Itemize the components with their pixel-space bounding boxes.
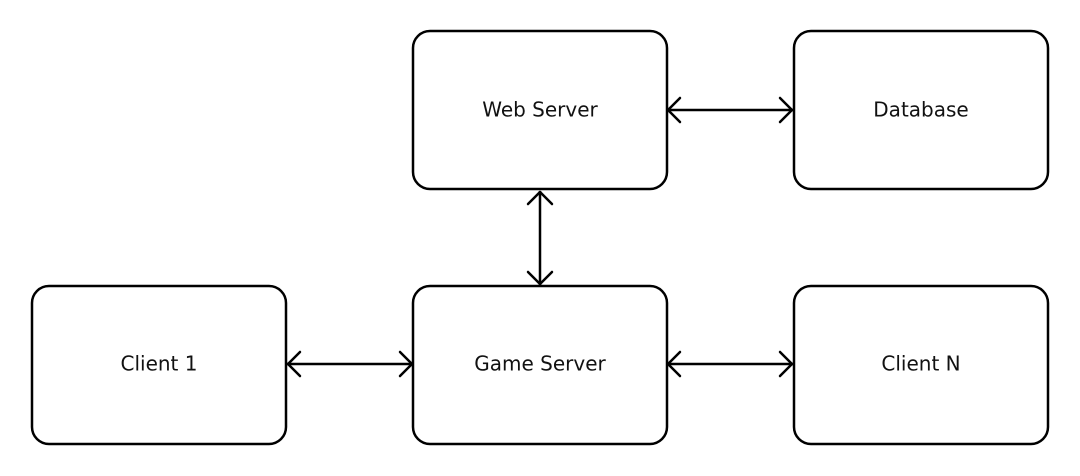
node-client-1: Client 1: [30, 284, 288, 446]
edge-web-server-game-server: [526, 190, 554, 286]
node-label-web-server: Web Server: [482, 98, 598, 122]
node-game-server: Game Server: [411, 284, 669, 446]
node-label-client-1: Client 1: [121, 352, 198, 376]
edge-game-server-client-n: [666, 350, 794, 378]
node-web-server: Web Server: [411, 29, 669, 191]
node-label-database: Database: [873, 98, 968, 122]
node-label-game-server: Game Server: [474, 352, 606, 376]
node-database: Database: [792, 29, 1050, 191]
node-client-n: Client N: [792, 284, 1050, 446]
edge-client-1-game-server: [286, 350, 414, 378]
node-label-client-n: Client N: [881, 352, 960, 376]
edge-web-server-database: [666, 96, 794, 124]
